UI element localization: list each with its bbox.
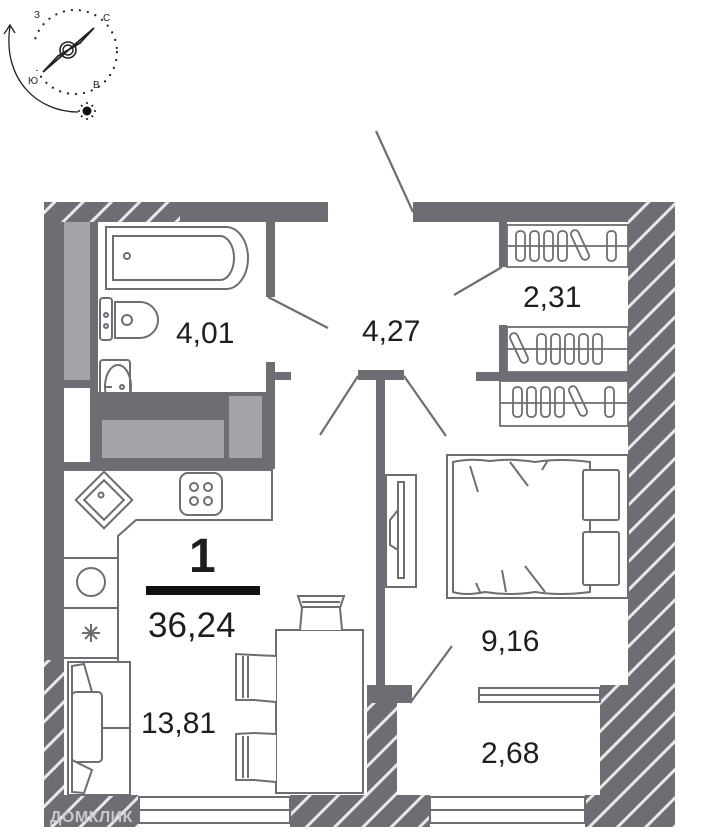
door-swings (267, 130, 503, 704)
compass: З С Ю В (3, 8, 119, 120)
compass-east: В (93, 80, 100, 91)
rotation-arrow-icon (8, 25, 79, 113)
rooms-count: 1 (189, 530, 216, 583)
compass-needle-icon (42, 27, 95, 73)
kitchen-living-area: 13,81 (141, 707, 216, 740)
wardrobe-area: 2,31 (523, 281, 581, 314)
fridge-icon (82, 624, 100, 642)
bed-icon (446, 454, 629, 599)
sofa-icon (67, 661, 131, 796)
compass-north: С (103, 13, 110, 24)
compass-west: З (34, 10, 40, 21)
windows (138, 687, 601, 824)
sink-icon (99, 359, 132, 413)
wardrobe-shelves (499, 224, 629, 427)
washing-machine-icon (76, 567, 106, 597)
dining-table-icon (275, 629, 364, 794)
fraction-bar (146, 586, 260, 595)
compass-south: Ю (28, 76, 38, 87)
toilet-icon (99, 297, 159, 341)
bathtub-icon (105, 226, 249, 290)
bedroom-area: 9,16 (481, 625, 539, 658)
chair-icon (235, 595, 346, 783)
walls (44, 202, 675, 827)
kitchen-counter (64, 469, 273, 795)
balcony-area: 2,68 (481, 737, 539, 770)
hallway-area: 4,27 (362, 315, 420, 348)
watermark: ДОМКЛИК (50, 809, 133, 826)
total-area: 36,24 (148, 606, 236, 645)
sun-icon (78, 102, 96, 120)
bathroom-area: 4,01 (176, 317, 234, 350)
tv-icon (385, 474, 417, 588)
stove-icon (179, 472, 223, 516)
kitchen-sink-icon (74, 470, 134, 530)
